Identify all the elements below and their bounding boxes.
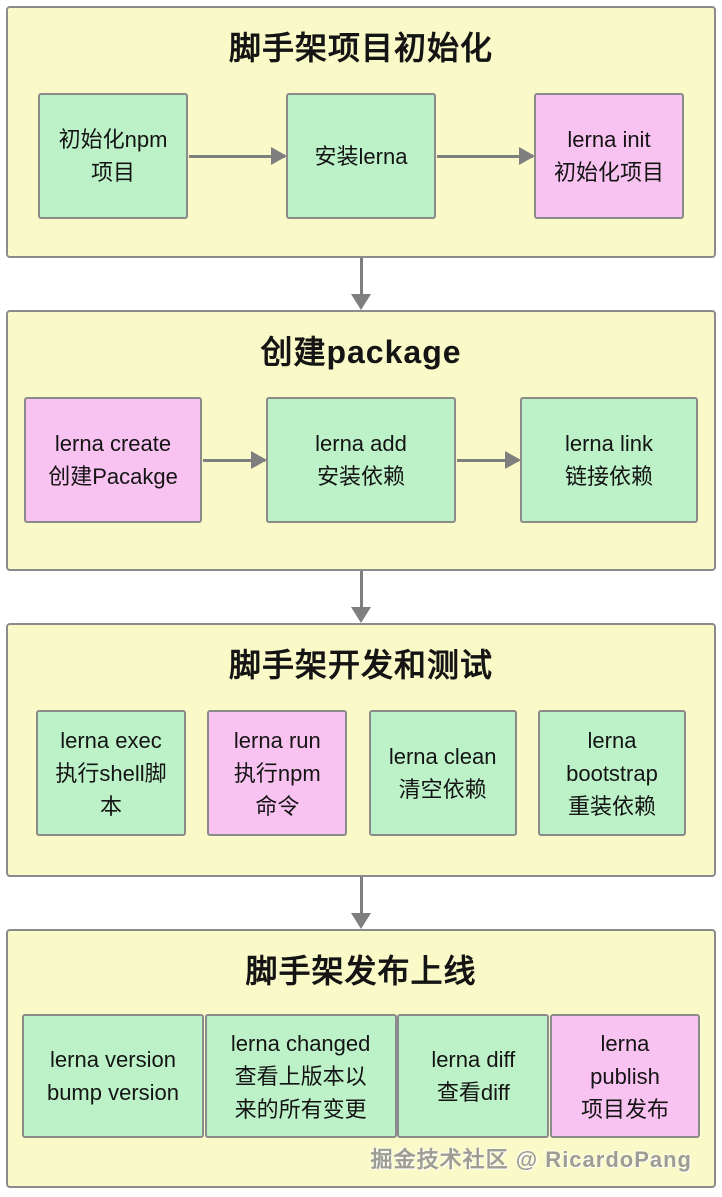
watermark-credit: 掘金技术社区 @ RicardoPang [370,1147,692,1172]
step-box: lerna diff 查看diff [397,1014,550,1138]
step-box: lerna version bump version [22,1014,204,1138]
step-box: lerna clean 清空依赖 [368,710,517,836]
section-dev-and-test: 脚手架开发和测试 lerna exec 执行shell脚 本 lerna run… [6,623,716,877]
step-box: lerna link 链接依赖 [520,397,698,523]
section-publish: 脚手架发布上线 lerna version bump version lerna… [6,929,716,1188]
steps-row: lerna version bump version lerna changed… [8,1014,714,1138]
step-box: lerna bootstrap 重装依赖 [537,710,686,836]
arrow-down-icon [359,258,363,294]
section-title: 脚手架项目初始化 [228,30,493,66]
section-title: 创建package [260,334,462,370]
section-title: 脚手架开发和测试 [228,647,493,683]
steps-row: lerna exec 执行shell脚 本 lerna run 执行npm 命令… [8,710,714,836]
flow-connector [0,571,722,623]
flow-connector [0,877,722,929]
step-box: lerna changed 查看上版本以 来的所有变更 [204,1014,397,1138]
step-box: lerna add 安装依赖 [266,397,456,523]
step-box: 初始化npm 项目 [38,93,188,219]
step-box: lerna exec 执行shell脚 本 [36,710,186,836]
steps-row: lerna create 创建Pacakge lerna add 安装依赖 le… [8,397,714,523]
step-box: lerna init 初始化项目 [534,93,684,219]
arrow-down-icon [359,877,363,913]
step-box: lerna create 创建Pacakge [24,397,202,523]
arrow-right-icon [457,458,519,462]
steps-row: 初始化npm 项目 安装lerna lerna init 初始化项目 [8,93,714,219]
arrow-right-icon [203,458,265,462]
arrow-right-icon [189,154,285,158]
section-project-init: 脚手架项目初始化 初始化npm 项目 安装lerna lerna init 初始… [6,6,716,258]
flow-connector [0,258,722,310]
section-title: 脚手架发布上线 [245,953,477,989]
section-create-package: 创建package lerna create 创建Pacakge lerna a… [6,310,716,571]
arrow-right-icon [437,154,533,158]
arrow-down-icon [359,571,363,607]
step-box: lerna run 执行npm 命令 [207,710,348,836]
step-box: lerna publish 项目发布 [549,1014,700,1138]
step-box: 安装lerna [286,93,436,219]
